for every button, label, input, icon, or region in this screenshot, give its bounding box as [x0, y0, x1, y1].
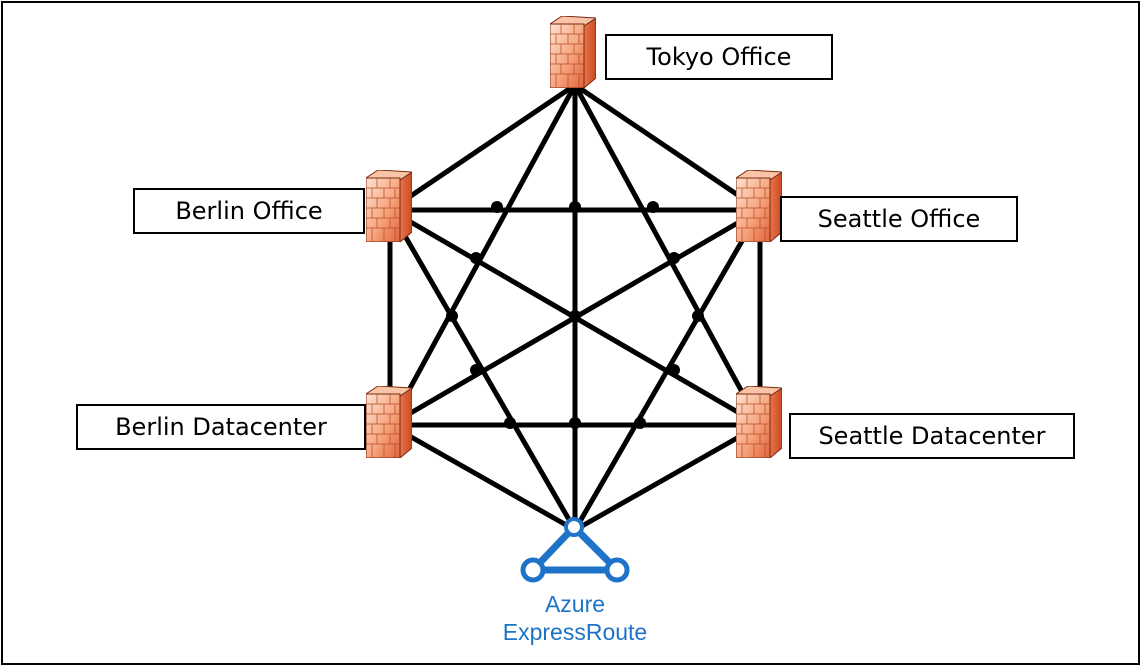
link-berlin-dc-expressroute [387, 422, 578, 533]
link-tokyo-berlin-office [387, 82, 578, 213]
node-label-berlin-datacenter: Berlin Datacenter [76, 404, 366, 450]
firewall-icon [366, 170, 412, 242]
expressroute-label-line2: ExpressRoute [502, 619, 648, 645]
firewall-icon [550, 16, 596, 88]
node-label-seattle-datacenter: Seattle Datacenter [789, 413, 1075, 459]
expressroute-icon [520, 517, 630, 583]
mesh-links [387, 82, 763, 533]
link-seattle-dc-expressroute [572, 422, 763, 533]
firewall-icon [736, 170, 782, 242]
link-tokyo-seattle-dc [572, 82, 763, 428]
expressroute-label-line1: Azure [544, 591, 606, 617]
node-label-berlin-office: Berlin Office [133, 188, 365, 234]
expressroute-label: Azure ExpressRoute [470, 590, 680, 646]
node-label-seattle-office: Seattle Office [780, 196, 1018, 242]
firewall-icon [736, 386, 782, 458]
link-tokyo-seattle-office [572, 82, 763, 213]
link-tokyo-berlin-dc [387, 82, 578, 428]
firewall-icon [366, 386, 412, 458]
link-seattle-office-expressroute [572, 207, 763, 533]
node-label-tokyo-office: Tokyo Office [605, 34, 833, 80]
junction-dots [446, 201, 704, 429]
